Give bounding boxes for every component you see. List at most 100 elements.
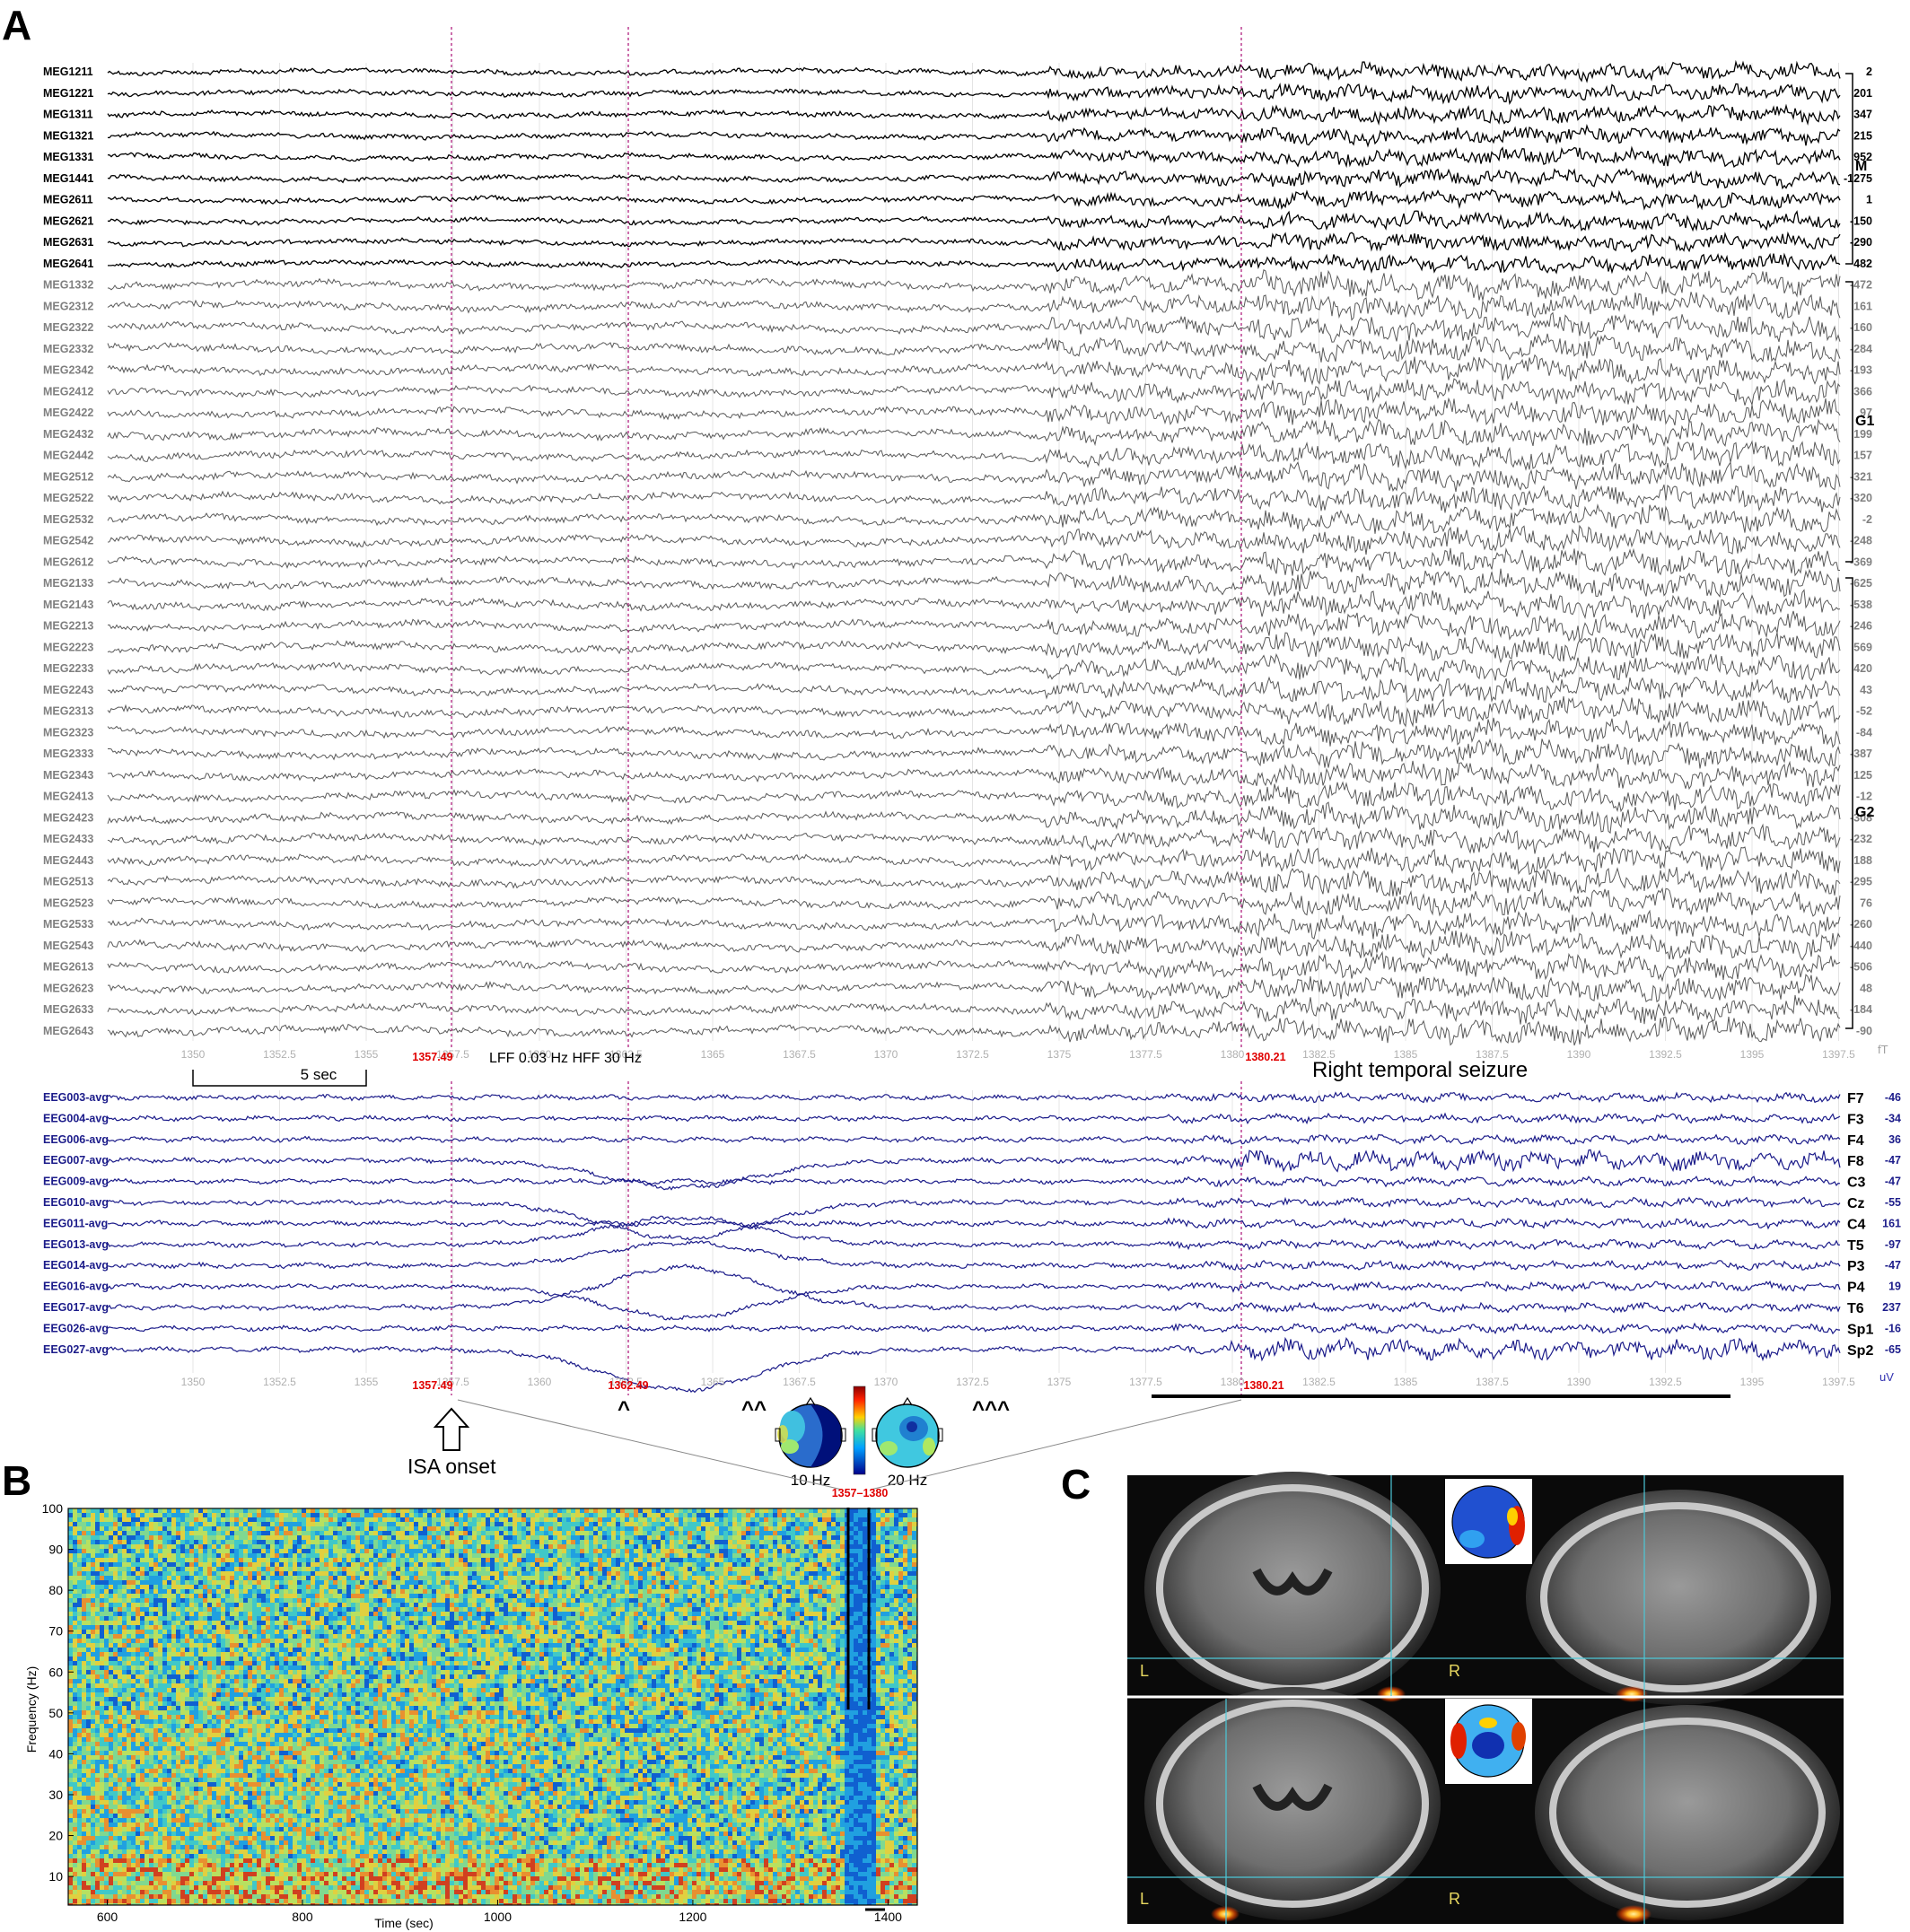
meg-time-tick: 1382.5 xyxy=(1302,1048,1336,1061)
meg-time-tick: 1372.5 xyxy=(956,1048,989,1061)
meg-channel-value: 2 xyxy=(1866,66,1872,78)
meg-trace xyxy=(107,378,1841,407)
eeg-time-tick: 1357.5 xyxy=(436,1376,469,1388)
eeg-time-tick: 1370 xyxy=(874,1376,898,1388)
caret-2: ^^ xyxy=(741,1397,767,1421)
eeg-marker-m2: 1362.49 xyxy=(608,1379,648,1392)
colorbar xyxy=(853,1386,866,1475)
meg-channel-name: MEG2133 xyxy=(43,577,93,590)
meg-trace xyxy=(107,974,1841,1003)
spectrogram-x-tick: 1400 xyxy=(874,1910,902,1924)
eeg-time-tick: 1375 xyxy=(1047,1376,1072,1388)
meg-trace xyxy=(107,610,1841,643)
meg-channel-value: -246 xyxy=(1850,620,1872,633)
eeg-channel-value: -65 xyxy=(1885,1343,1901,1356)
spectrogram-y-tick: 30 xyxy=(48,1788,63,1802)
meg-trace xyxy=(107,210,1841,232)
meg-channel-name: MEG2412 xyxy=(43,385,93,398)
filter-settings: LFF 0.03 Hz HFF 30 Hz xyxy=(489,1051,642,1066)
eeg-channel-name: EEG014-avg xyxy=(43,1259,109,1272)
meg-trace xyxy=(107,931,1841,961)
marker-isa-label: 1357.49 xyxy=(412,1051,452,1063)
group-label-m: M xyxy=(1855,159,1867,174)
eeg-time-tick: 1392.5 xyxy=(1649,1376,1682,1388)
caret-3: ^^^ xyxy=(972,1397,1010,1421)
meg-channel-value: 125 xyxy=(1853,769,1872,782)
meg-channel-name: MEG2143 xyxy=(43,599,93,611)
eeg-trace xyxy=(107,1112,1841,1125)
meg-time-tick: 1375 xyxy=(1047,1048,1072,1061)
eeg-marker-seizure: 1380.21 xyxy=(1243,1379,1284,1392)
meg-channel-value: 347 xyxy=(1853,109,1872,121)
meg-channel-value: -150 xyxy=(1850,214,1872,227)
meg-trace xyxy=(107,524,1841,555)
eeg-channel-value: -47 xyxy=(1885,1154,1901,1167)
eeg-site-label: F8 xyxy=(1847,1154,1864,1169)
spectrogram-y-tick: 70 xyxy=(48,1624,63,1639)
meg-trace xyxy=(107,188,1841,211)
meg-channel-name: MEG2432 xyxy=(43,428,93,441)
meg-trace xyxy=(107,867,1841,897)
eeg-site-label: F4 xyxy=(1847,1133,1864,1149)
meg-channel-name: MEG2233 xyxy=(43,662,93,675)
eeg-channel-labels: EEG003-avgEEG004-avgEEG006-avgEEG007-avg… xyxy=(43,1091,109,1356)
meg-channel-value: -248 xyxy=(1850,535,1872,547)
meg-trace xyxy=(107,547,1840,578)
meg-channel-value: -2 xyxy=(1862,513,1872,526)
meg-channel-values: 2201347215952-12751-150-290482-472161-16… xyxy=(1844,66,1872,1037)
spectrogram-y-tick: 80 xyxy=(48,1583,63,1597)
meg-channel-value: -160 xyxy=(1850,321,1872,334)
meg-trace xyxy=(107,231,1841,253)
meg-channel-value: -232 xyxy=(1850,833,1872,845)
meg-channel-name: MEG2513 xyxy=(43,876,93,888)
eeg-channel-value: -46 xyxy=(1885,1091,1901,1104)
meg-channel-name: MEG2422 xyxy=(43,407,93,419)
meg-time-tick: 1357.5 xyxy=(436,1048,469,1061)
meg-channel-value: 97 xyxy=(1860,407,1872,419)
meg-trace xyxy=(107,589,1841,620)
meg-channel-labels: MEG1211MEG1221MEG1311MEG1321MEG1331MEG14… xyxy=(43,66,93,1037)
meg-trace xyxy=(107,738,1841,769)
meg-channel-value: -284 xyxy=(1850,343,1872,355)
caret-1: ^ xyxy=(618,1397,630,1421)
meg-channel-name: MEG2213 xyxy=(43,620,93,633)
mri-top-right-label: R xyxy=(1449,1662,1460,1680)
meg-channel-name: MEG2633 xyxy=(43,1003,93,1016)
meg-channel-value: -387 xyxy=(1850,747,1872,760)
eeg-channel-name: EEG013-avg xyxy=(43,1238,109,1251)
meg-channel-name: MEG2332 xyxy=(43,343,93,355)
meg-channel-value: 43 xyxy=(1860,684,1872,696)
meg-channel-name: MEG2423 xyxy=(43,811,93,824)
eeg-site-label: C4 xyxy=(1847,1217,1866,1232)
eeg-channel-name: EEG003-avg xyxy=(43,1091,109,1104)
eeg-time-tick: 1360 xyxy=(528,1376,552,1388)
meg-trace xyxy=(107,1016,1841,1046)
meg-group-brackets xyxy=(1845,73,1853,1029)
meg-trace xyxy=(107,333,1841,363)
eeg-time-tick: 1350 xyxy=(181,1376,206,1388)
meg-trace xyxy=(107,760,1841,791)
meg-channel-name: MEG2323 xyxy=(43,726,93,739)
meg-trace xyxy=(107,717,1841,748)
meg-channel-name: MEG1441 xyxy=(43,172,93,185)
meg-channel-value: 157 xyxy=(1853,450,1872,462)
eeg-site-label: Cz xyxy=(1847,1196,1865,1211)
spectrogram-y-tick: 90 xyxy=(48,1543,63,1557)
seizure-title: Right temporal seizure xyxy=(1312,1058,1528,1082)
eeg-channel-value: 237 xyxy=(1882,1301,1901,1314)
meg-channel-value: 201 xyxy=(1853,87,1872,100)
eeg-trace xyxy=(107,1215,1841,1251)
meg-channel-value: -295 xyxy=(1850,876,1872,888)
meg-channel-name: MEG2613 xyxy=(43,961,93,974)
eeg-trace xyxy=(107,1240,1841,1272)
meg-channel-name: MEG2543 xyxy=(43,940,93,952)
eeg-time-tick: 1352.5 xyxy=(263,1376,296,1388)
eeg-trace xyxy=(107,1091,1841,1104)
meg-channel-value: 366 xyxy=(1853,385,1872,398)
meg-time-tick: 1365 xyxy=(701,1048,725,1061)
eeg-time-tick: 1362.5 xyxy=(609,1376,643,1388)
meg-channel-name: MEG2333 xyxy=(43,747,93,760)
meg-channel-name: MEG2623 xyxy=(43,982,93,994)
meg-channel-value: -260 xyxy=(1850,918,1872,931)
